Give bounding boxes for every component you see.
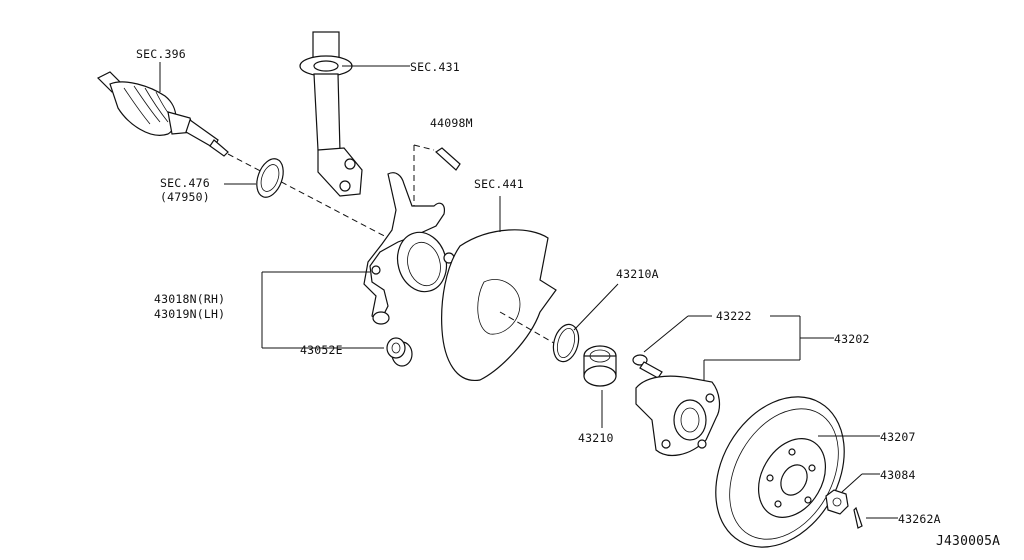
leader-lines [159,62,898,519]
label-43210a[interactable]: 43210A [616,267,659,281]
brake-rotor-part[interactable] [690,374,870,560]
label-43084[interactable]: 43084 [880,468,916,482]
cotter-pin-part[interactable] [853,506,863,529]
dust-shield-part[interactable] [441,229,567,381]
label-43222[interactable]: 43222 [716,309,752,323]
hub-bolt-part[interactable] [632,354,663,379]
drawing-id: J430005A [936,534,1000,549]
label-47950[interactable]: (47950) [160,190,210,204]
hub-nut-part[interactable] [825,489,849,515]
drive-shaft-part[interactable] [96,71,393,241]
stud-44098m-part[interactable] [413,144,461,240]
strut-part[interactable] [299,31,363,197]
label-sec476[interactable]: SEC.476 [160,176,210,190]
label-43207[interactable]: 43207 [880,430,916,444]
knuckle-part[interactable] [363,172,455,325]
label-44098m[interactable]: 44098M [430,116,473,130]
snap-ring-part[interactable] [549,322,582,365]
label-43019n[interactable]: 43019N(LH) [154,307,225,321]
label-43210[interactable]: 43210 [578,431,614,445]
label-sec431[interactable]: SEC.431 [410,60,460,74]
part-labels: SEC.396 SEC.431 44098M SEC.476 (47950) S… [136,47,1000,549]
label-43202[interactable]: 43202 [834,332,870,346]
label-43262a[interactable]: 43262A [898,512,941,526]
wheel-hub-part[interactable] [635,375,721,457]
wheel-bearing-part[interactable] [583,345,617,387]
bushing-43052e-part[interactable] [386,337,413,367]
label-43052e[interactable]: 43052E [300,343,343,357]
sensor-ring-part[interactable] [252,155,288,201]
label-sec396[interactable]: SEC.396 [136,47,186,61]
label-sec441[interactable]: SEC.441 [474,177,524,191]
label-43018n[interactable]: 43018N(RH) [154,292,225,306]
